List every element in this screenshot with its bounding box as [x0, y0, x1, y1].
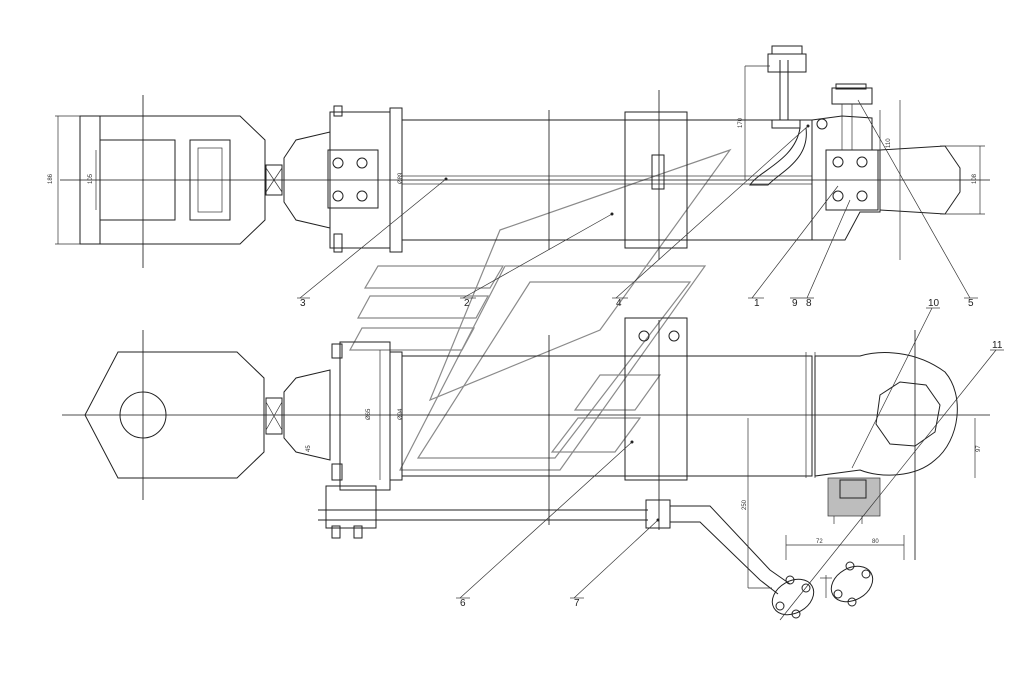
gland-bottom	[283, 369, 331, 461]
callout-4: 4	[616, 298, 622, 309]
dim-72: 72	[816, 539, 823, 545]
dim-phi-top: Ø89	[398, 172, 404, 184]
watermark-logo	[348, 148, 732, 471]
clevis-left	[55, 115, 266, 245]
hatched-section	[827, 477, 881, 517]
dim-250: 250	[742, 499, 748, 510]
dim-110: 110	[886, 138, 892, 148]
rod-nut-bottom	[265, 397, 283, 435]
dim-108: 108	[972, 173, 978, 184]
rod-nut-top	[265, 164, 283, 196]
barrel-bottom	[401, 355, 813, 477]
rear-eye-top	[879, 145, 961, 215]
dim-186: 186	[48, 173, 54, 184]
mount-block-top	[624, 111, 688, 249]
dim-45: 45	[306, 445, 312, 452]
callout-1: 1	[754, 298, 760, 309]
dim-170: 170	[738, 117, 744, 128]
dim-97: 97	[976, 445, 982, 452]
dim-phi-left: Ø65	[366, 408, 372, 420]
callout-9: 9	[792, 298, 798, 309]
callout-11: 11	[992, 340, 1003, 351]
callout-7: 7	[574, 598, 580, 609]
flange-left	[771, 575, 815, 619]
callout-10: 10	[928, 298, 940, 309]
callout-8: 8	[806, 298, 812, 309]
head-flange-bottom	[339, 341, 391, 491]
dim-phi-right: Ø94	[398, 408, 404, 420]
callout-2: 2	[464, 298, 470, 309]
dim-80: 80	[872, 539, 879, 545]
callout-3: 3	[300, 298, 306, 309]
leader-lines	[297, 99, 1004, 621]
rear-eye-bottom	[814, 352, 958, 477]
callout-5: 5	[968, 298, 974, 309]
rear-cap-top	[811, 115, 881, 241]
bottom-view	[62, 317, 990, 619]
top-view	[55, 45, 990, 268]
mount-block-bottom	[624, 317, 688, 481]
dim-105: 105	[88, 173, 94, 184]
flange-right	[830, 561, 874, 607]
callout-6: 6	[460, 598, 466, 609]
rod-eye-left	[84, 351, 265, 479]
